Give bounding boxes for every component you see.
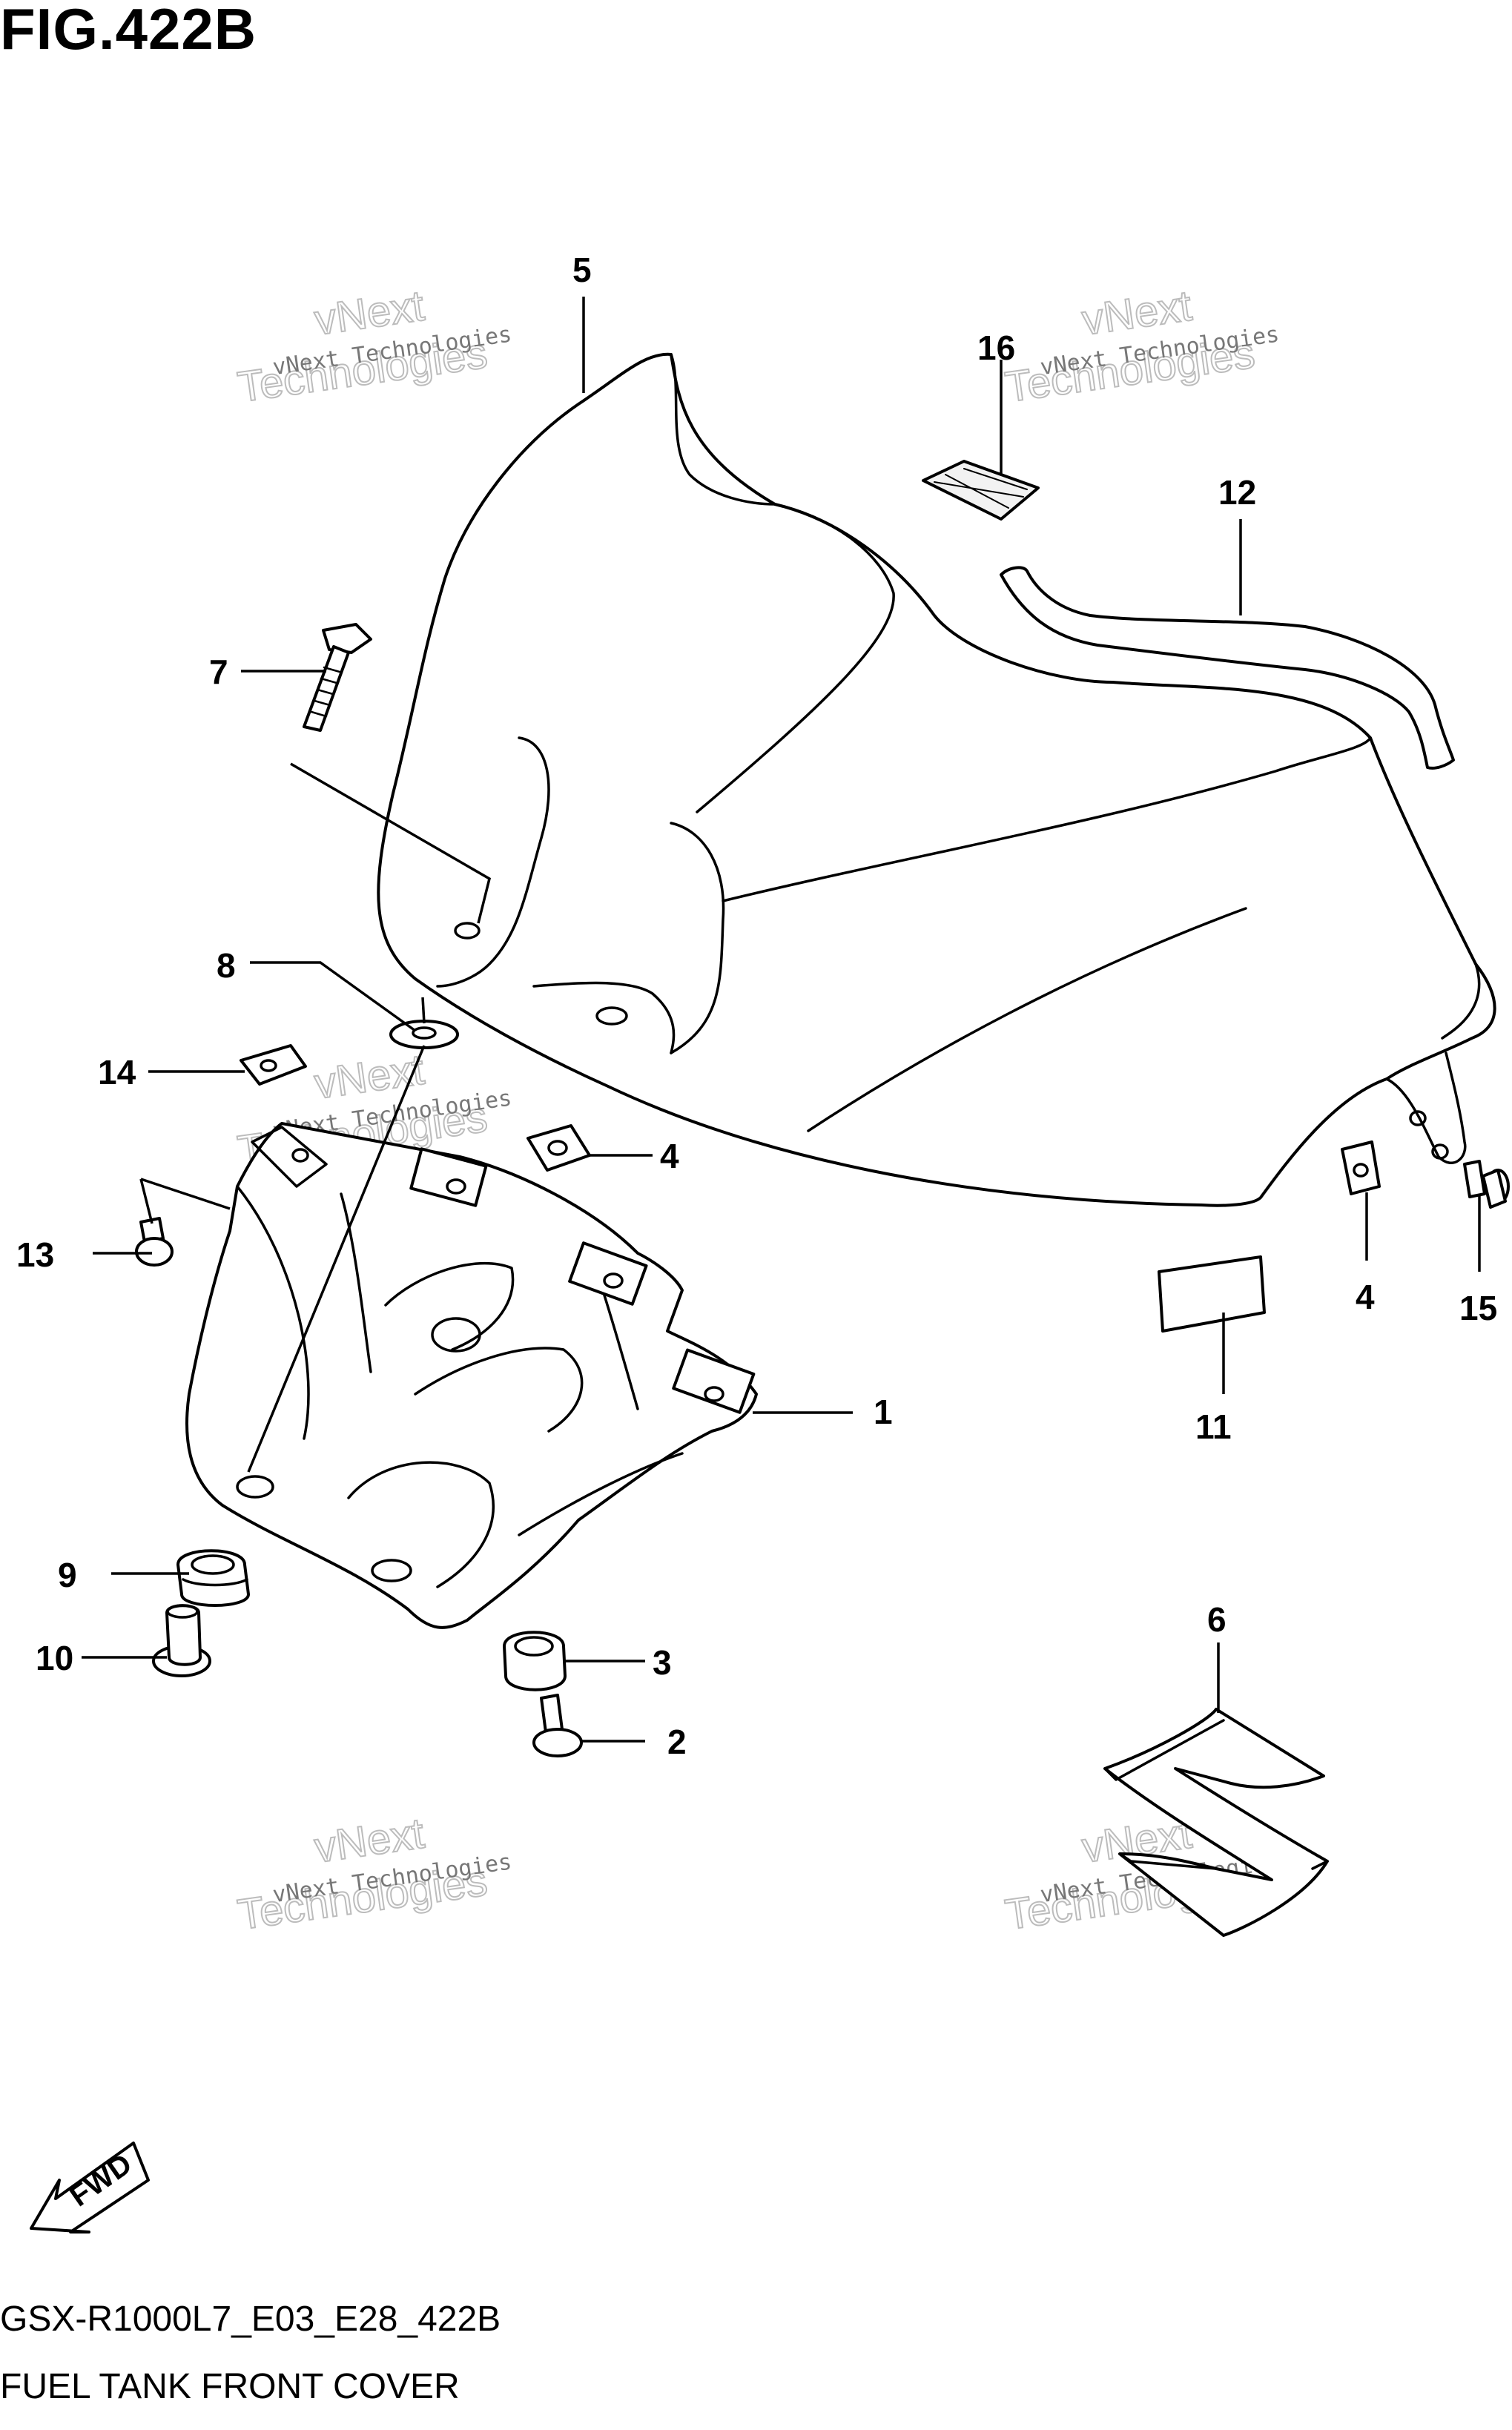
callout-15: 15 [1459,1289,1497,1327]
callout-12: 12 [1218,473,1256,512]
figure-code: GSX-R1000L7_E03_E28_422B [0,2299,501,2339]
part-10-collar [152,1604,211,1677]
part-7-bolt [303,623,372,732]
part-13-rivet [135,1217,174,1267]
callout-4-lower: 4 [1356,1278,1375,1316]
callout-3: 3 [653,1643,672,1682]
callout-5: 5 [572,251,592,289]
part-2-screw [532,1694,583,1757]
fwd-arrow: FWD [30,2142,150,2233]
leader-lines [82,297,1481,1743]
callout-16: 16 [977,328,1015,367]
callout-6: 6 [1207,1600,1227,1639]
part-16-label [922,460,1040,521]
part-11-pad [1158,1255,1266,1333]
figure-title: FIG.422B [0,0,257,62]
callout-4-upper: 4 [660,1137,679,1175]
part-9-grommet [176,1549,250,1607]
callout-1: 1 [874,1393,893,1431]
callout-7: 7 [209,653,228,691]
part-5-front-cover [377,352,1496,1207]
part-12-trim-strip [1000,566,1455,770]
callouts: 5 16 12 7 8 14 4 13 4 15 1 11 9 10 6 3 2 [16,251,1497,1761]
part-8-washer [389,1020,459,1049]
part-4-clip-upper [526,1124,591,1172]
part-14-clip [240,1044,307,1086]
callout-9: 9 [58,1556,77,1594]
callout-11: 11 [1195,1407,1232,1446]
part-6-emblem [1103,1708,1329,1937]
callout-10: 10 [36,1639,73,1677]
callout-2: 2 [667,1723,687,1761]
callout-14: 14 [98,1053,136,1092]
part-4-clip-lower [1341,1140,1381,1195]
part-1-inner-cover [185,1122,758,1629]
callout-8: 8 [217,946,236,985]
part-15-rivet [1463,1160,1510,1209]
callout-13: 13 [16,1235,54,1274]
part-3-grommet [503,1631,567,1691]
figure-name: FUEL TANK FRONT COVER [0,2367,460,2406]
